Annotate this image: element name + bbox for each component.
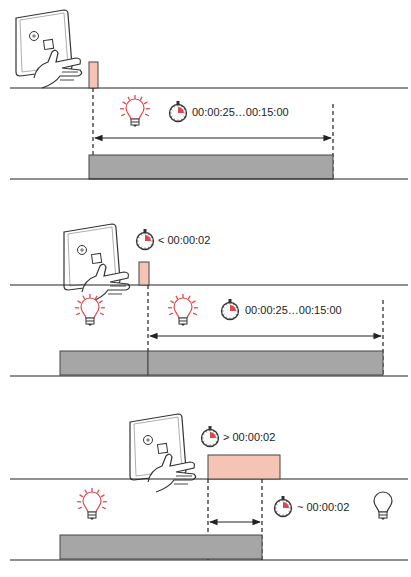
baseline	[10, 284, 408, 285]
wall-switch-hand	[16, 10, 82, 88]
timer-clock	[137, 229, 154, 250]
unlit-bulb	[374, 492, 392, 520]
switch-pulse	[139, 262, 149, 285]
light-on-bar	[60, 351, 148, 375]
light-on-bar	[89, 155, 333, 179]
time-label: < 00:00:02	[157, 234, 211, 247]
timer-clock	[275, 496, 292, 517]
time-label: ~ 00:00:02	[296, 501, 350, 514]
timer-clock	[222, 299, 239, 320]
timer-clock	[170, 101, 187, 122]
baseline	[10, 559, 408, 560]
lit-bulb	[75, 294, 105, 326]
time-label: 00:00:25…00:15:00	[191, 106, 290, 119]
baseline	[10, 178, 408, 179]
baseline	[10, 375, 408, 376]
baseline	[10, 87, 408, 88]
switch-pulse	[208, 455, 280, 479]
switch-pulse	[89, 62, 98, 88]
wall-switch-hand	[64, 224, 130, 302]
lit-bulb	[77, 488, 107, 520]
timer-clock	[202, 426, 219, 447]
lit-bulb	[120, 95, 150, 127]
time-label: 00:00:25…00:15:00	[244, 304, 343, 317]
time-label: > 00:00:02	[222, 431, 276, 444]
light-on-bar	[60, 535, 262, 559]
duration-arrow	[210, 521, 260, 522]
wall-switch-hand	[130, 414, 196, 492]
light-on-bar	[148, 351, 383, 375]
lit-bulb	[168, 294, 198, 326]
duration-arrow	[95, 137, 331, 138]
duration-arrow	[150, 335, 381, 336]
